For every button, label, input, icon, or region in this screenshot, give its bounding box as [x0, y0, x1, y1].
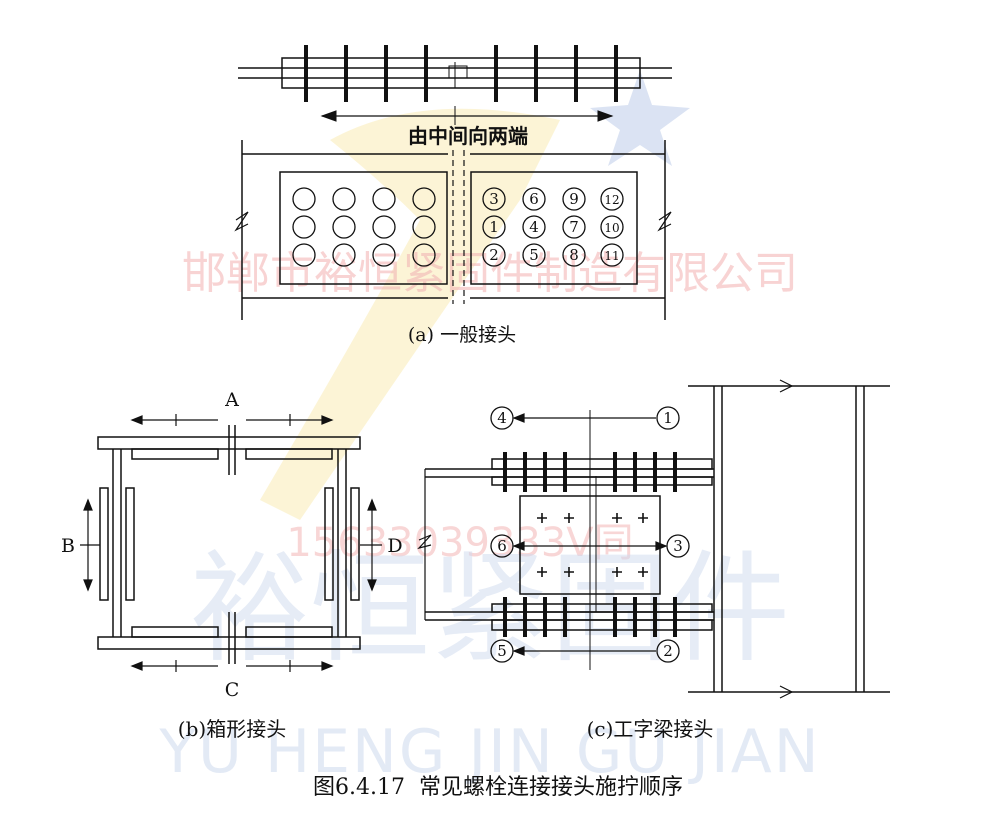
label-a: A: [224, 389, 239, 411]
diagram-a-side-bolts: [304, 45, 618, 102]
column-break-top: [779, 379, 794, 393]
bolt-number: 5: [529, 246, 539, 264]
bolt-number: 2: [489, 246, 499, 264]
diagram-c-sequence-numbers: 4 1 6 3 5 2: [497, 409, 683, 660]
diagram-c-web-bolts: [537, 513, 648, 577]
diagram-c: [417, 379, 890, 699]
diagram-b-top-arrows: [130, 414, 334, 426]
label-b: B: [61, 535, 75, 557]
sequence-number-3: 3: [673, 537, 683, 555]
figure-caption: 图6.4.17 常见螺栓连接接头施拧顺序: [313, 775, 683, 800]
diagram-a-left-holes: [292, 187, 436, 267]
diagram-a: 由中间向两端 3: [234, 45, 672, 320]
label-c: C: [225, 679, 240, 701]
watermark-logo-star: [590, 70, 690, 166]
diagram-b-labels: A B C D: [61, 389, 403, 701]
sequence-number-5: 5: [497, 642, 507, 660]
sequence-number-6: 6: [497, 537, 507, 555]
diagram-c-flange-bolts: [503, 452, 677, 637]
beam-break-left: [417, 534, 432, 550]
diagram-a-caption: (a) 一般接头: [408, 324, 516, 346]
diagram-b: [80, 414, 382, 672]
watermark-phone: 15633039333V同: [286, 520, 633, 566]
bolt-number: 12: [604, 193, 619, 207]
diagram-a-plan-view: 3 6 9 12 1 4 7 10 2 5 8 11: [234, 140, 672, 320]
diagram-b-bottom-arrows: [130, 660, 334, 672]
watermark-layer: 邯郸市裕恒紧固件制造有限公司 15633039333V同 裕恒紧固件 YU HE…: [158, 70, 820, 787]
diagram-a-side-view: [238, 45, 672, 102]
bolt-number: 7: [569, 218, 579, 236]
bolt-number: 3: [489, 190, 499, 208]
bolt-number: 8: [569, 246, 579, 264]
diagram-b-left-arrows: [80, 498, 100, 592]
diagram-a-numbered-bolts: [482, 187, 624, 267]
diagram-a-bolt-numbers: 3 6 9 12 1 4 7 10 2 5 8 11: [489, 190, 619, 264]
break-mark-right: [657, 211, 672, 232]
bolt-number: 1: [489, 218, 499, 236]
label-d: D: [387, 535, 402, 557]
watermark-company: 邯郸市裕恒紧固件制造有限公司: [182, 248, 798, 299]
bolt-number: 6: [529, 190, 539, 208]
diagram-b-right-arrows: [360, 498, 382, 592]
bolt-number: 4: [529, 218, 539, 236]
diagram-c-circles: [490, 406, 690, 663]
diagram-a-direction-arrow: [320, 106, 614, 125]
bolt-number: 10: [604, 221, 619, 235]
break-mark-left: [234, 211, 249, 232]
watermark-logo-swoosh: [260, 108, 560, 520]
sequence-number-2: 2: [663, 642, 673, 660]
diagram-c-sequence-arrows: [512, 413, 668, 656]
watermark-brand-en: YU HENG JIN GU JIAN: [158, 717, 820, 787]
diagram-c-caption: (c)工字梁接头: [587, 717, 714, 741]
sequence-number-1: 1: [663, 409, 673, 427]
diagram-b-caption: (b)箱形接头: [178, 717, 286, 741]
bolt-number: 9: [569, 190, 579, 208]
column-break-bottom: [779, 685, 794, 699]
watermark-brand-cn: 裕恒紧固件: [190, 540, 790, 679]
bolt-number: 11: [604, 249, 619, 263]
sequence-number-4: 4: [497, 409, 507, 427]
diagram-a-arrow-text: 由中间向两端: [408, 124, 528, 148]
